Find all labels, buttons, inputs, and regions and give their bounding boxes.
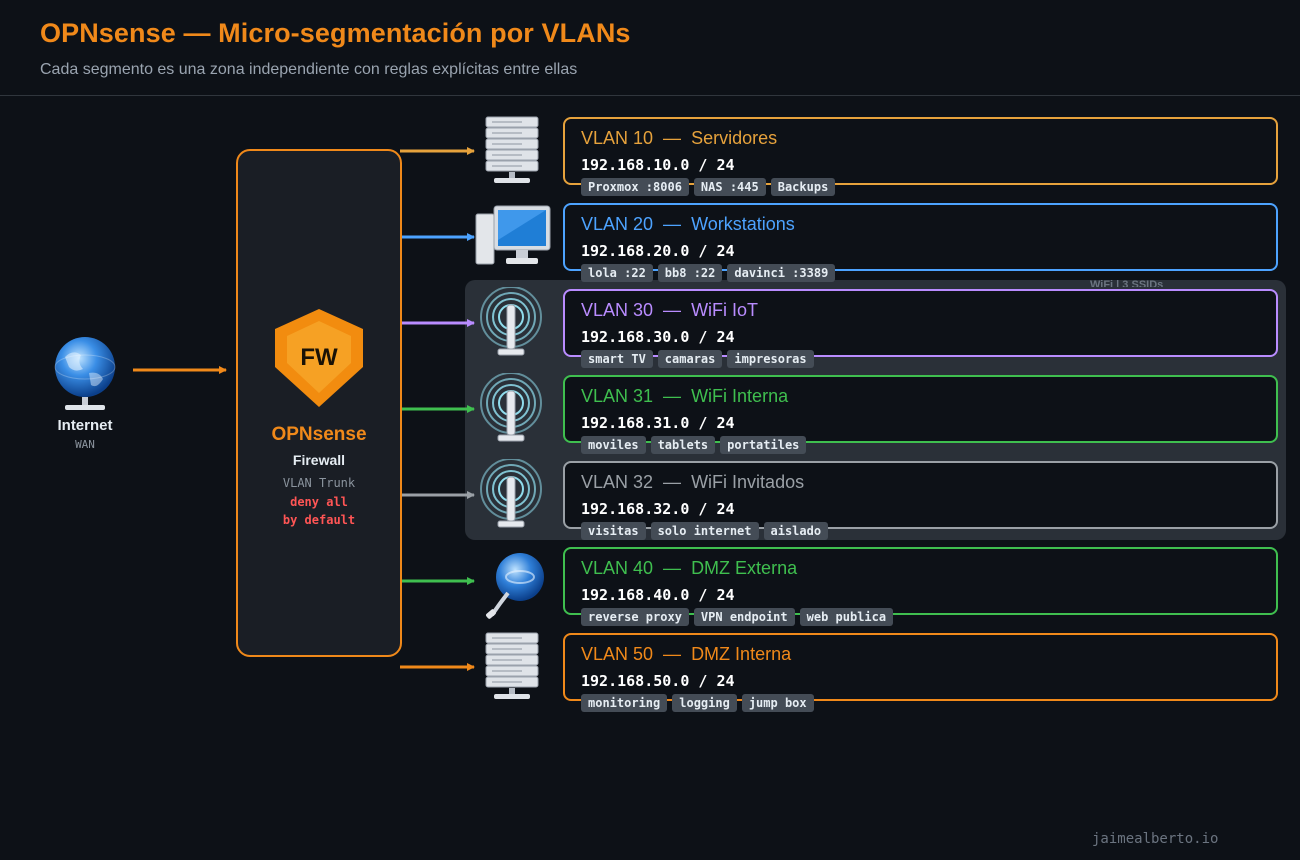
- firewall-trunk-label: VLAN Trunk: [282, 476, 356, 490]
- service-tag: monitoring: [581, 694, 668, 712]
- vlan-id: VLAN 20: [581, 214, 654, 234]
- firewall-policy-line1: deny all: [290, 495, 348, 509]
- vlan-name: WiFi Invitados: [691, 472, 805, 492]
- vlan-card: VLAN 10 — Servidores 192.168.10.0 / 24 Pro…: [563, 117, 1278, 196]
- firewall-badge: FW: [300, 344, 338, 371]
- vlan-name: Workstations: [691, 214, 795, 234]
- vlan-separator: —: [653, 558, 692, 578]
- server-rack-icon: [482, 115, 542, 190]
- vlan-id: VLAN 50: [581, 644, 654, 664]
- vlan-card: VLAN 50 — DMZ Interna 192.168.50.0 / 24 mo…: [563, 633, 1278, 712]
- vlan-subnet: 192.168.31.0 / 24: [581, 414, 735, 432]
- vlan-name: DMZ Externa: [691, 558, 798, 578]
- vlan-heading: VLAN 10 — Servidores: [581, 128, 777, 149]
- vlan-subnet: 192.168.20.0 / 24: [581, 242, 735, 260]
- vlan-name: WiFi Interna: [691, 386, 789, 406]
- service-tag: reverse proxy: [581, 608, 689, 626]
- network-globe-icon: [478, 551, 548, 626]
- vlan-name: WiFi IoT: [691, 300, 759, 320]
- vlan-id: VLAN 32: [581, 472, 654, 492]
- firewall-role: Firewall: [292, 452, 346, 468]
- service-tag: portatiles: [720, 436, 807, 454]
- wifi-group-label: WiFi | 3 SSIDs: [1090, 279, 1164, 287]
- vlan-separator: —: [653, 472, 692, 492]
- service-tag: jump box: [741, 694, 814, 712]
- page-subtitle: Cada segmento es una zona independiente …: [40, 61, 578, 78]
- vlan-name: DMZ Interna: [691, 644, 792, 664]
- vlan-id: VLAN 30: [581, 300, 654, 320]
- vlan-card: VLAN 40 — DMZ Externa 192.168.40.0 / 24 re…: [563, 547, 1278, 626]
- wifi-antenna-icon: [476, 372, 546, 452]
- vlan-separator: —: [653, 214, 692, 234]
- vlan-id: VLAN 40: [581, 558, 654, 578]
- vlan-id: VLAN 31: [581, 386, 654, 406]
- vlan-heading: VLAN 40 — DMZ Externa: [581, 558, 797, 579]
- wifi-antenna-icon: [476, 286, 546, 366]
- vlan-separator: —: [653, 644, 692, 664]
- vlan-heading: VLAN 32 — WiFi Invitados: [581, 472, 804, 493]
- vlan-subnet: 192.168.10.0 / 24: [581, 156, 735, 174]
- service-tag: NAS :445: [693, 178, 766, 196]
- page-title: OPNsense — Micro-segmentación por VLANs: [40, 18, 631, 48]
- vlan-separator: —: [653, 386, 692, 406]
- service-tag: davinci :3389: [727, 264, 836, 282]
- vlan-card: VLAN 30 — WiFi IoT 192.168.30.0 / 24 smart…: [563, 289, 1278, 368]
- vlan-heading: VLAN 20 — Workstations: [581, 214, 795, 235]
- vlan-separator: —: [653, 300, 692, 320]
- vlan-subnet: 192.168.50.0 / 24: [581, 672, 735, 690]
- internet-label: Internet: [57, 417, 113, 434]
- vlan-subnet: 192.168.40.0 / 24: [581, 586, 735, 604]
- vlan-card: VLAN 31 — WiFi Interna 192.168.31.0 / 24 m…: [563, 375, 1278, 454]
- service-tag: bb8 :22: [657, 264, 723, 282]
- wan-label: WAN: [75, 438, 95, 451]
- server-rack-icon: [482, 631, 542, 706]
- service-tag: logging: [672, 694, 737, 712]
- vlan-separator: —: [653, 128, 692, 148]
- service-tag: solo internet: [650, 522, 759, 540]
- service-tag: lola :22: [581, 264, 653, 282]
- firewall-policy-line2: by default: [282, 513, 356, 527]
- workstation-icon: [472, 202, 552, 277]
- firewall-name: OPNsense: [271, 424, 367, 445]
- firewall-box: FW OPNsense Firewall VLAN Trunk deny all…: [236, 149, 402, 657]
- service-tag: web publica: [799, 608, 894, 626]
- service-tag: tablets: [650, 436, 716, 454]
- service-tag: moviles: [581, 436, 646, 454]
- vlan-card: VLAN 32 — WiFi Invitados 192.168.32.0 / 2…: [563, 461, 1278, 540]
- service-tag: Backups: [770, 178, 836, 196]
- internet-node: Internet WAN: [40, 335, 130, 451]
- vlan-subnet: 192.168.32.0 / 24: [581, 500, 735, 518]
- vlan-heading: VLAN 31 — WiFi Interna: [581, 386, 788, 407]
- service-tag: impresoras: [727, 350, 814, 368]
- vlan-name: Servidores: [691, 128, 778, 148]
- wifi-antenna-icon: [476, 458, 546, 538]
- firewall-shield-icon: FW: [275, 309, 363, 407]
- globe-icon: [54, 337, 116, 410]
- service-tag: camaras: [657, 350, 723, 368]
- service-tag: visitas: [581, 522, 646, 540]
- service-tag: VPN endpoint: [693, 608, 795, 626]
- vlan-id: VLAN 10: [581, 128, 654, 148]
- header-divider: [0, 95, 1300, 96]
- footer-credit: jaimealberto.io: [1092, 831, 1219, 847]
- vlan-subnet: 192.168.30.0 / 24: [581, 328, 735, 346]
- vlan-heading: VLAN 30 — WiFi IoT: [581, 300, 758, 321]
- vlan-card: VLAN 20 — Workstations 192.168.20.0 / 24 l…: [563, 203, 1278, 282]
- service-tag: aislado: [763, 522, 829, 540]
- vlan-heading: VLAN 50 — DMZ Interna: [581, 644, 791, 665]
- service-tag: smart TV: [581, 350, 653, 368]
- service-tag: Proxmox :8006: [581, 178, 689, 196]
